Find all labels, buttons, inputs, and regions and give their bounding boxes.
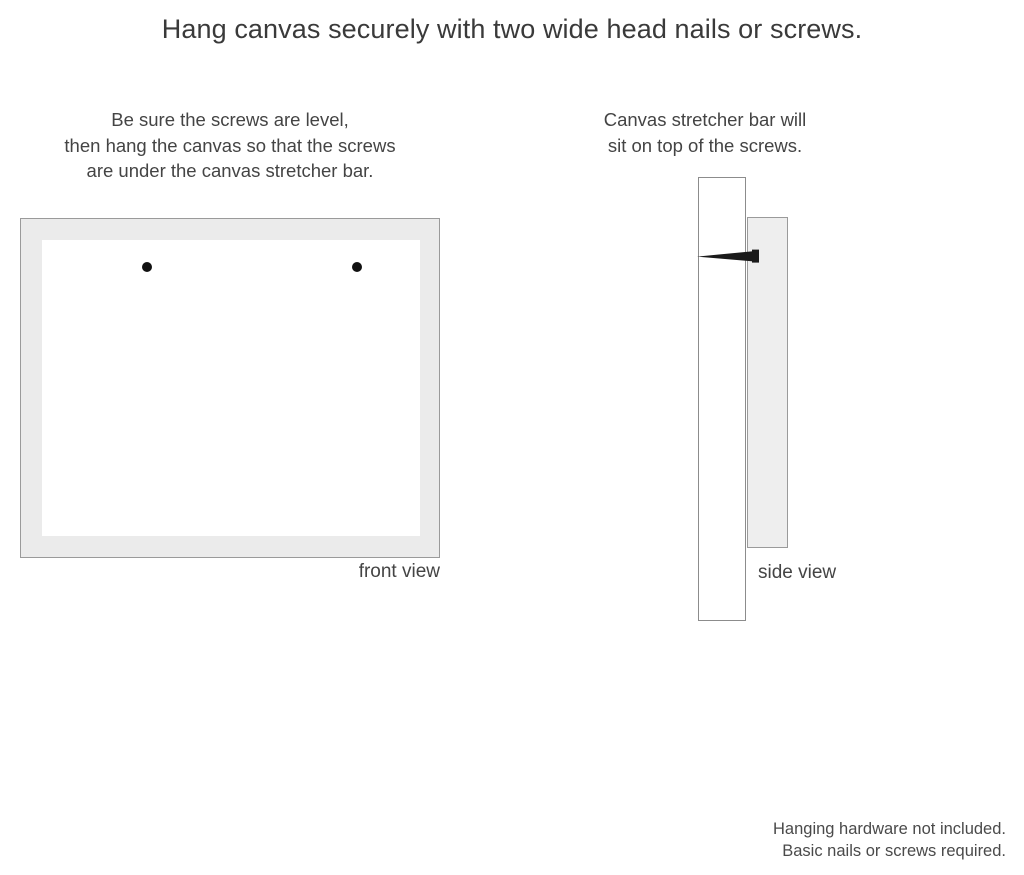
- footer-line: Basic nails or screws required.: [782, 842, 1006, 860]
- side-view-caption: Canvas stretcher bar will sit on top of …: [588, 107, 822, 158]
- screw-dot-right-icon: [352, 262, 362, 272]
- page-title: Hang canvas securely with two wide head …: [161, 14, 863, 44]
- front-view-caption: Be sure the screws are level, then hang …: [20, 107, 440, 184]
- wall-plate: [698, 177, 746, 621]
- canvas-face: [42, 240, 420, 536]
- front-view-canvas-frame: [20, 218, 440, 558]
- footer-disclaimer: Hanging hardware not included. Basic nai…: [773, 818, 1006, 862]
- footer-line: Hanging hardware not included.: [773, 820, 1006, 838]
- side-view-label: side view: [758, 562, 837, 583]
- screw-icon: [697, 249, 759, 263]
- screw-dot-left-icon: [142, 262, 152, 272]
- caption-line: sit on top of the screws.: [607, 134, 803, 156]
- caption-line: Canvas stretcher bar will: [603, 109, 807, 130]
- side-view-diagram: [690, 170, 810, 630]
- front-view-label: front view: [358, 561, 440, 582]
- caption-line: are under the canvas stretcher bar.: [86, 160, 374, 181]
- caption-line: then hang the canvas so that the screws: [64, 134, 396, 156]
- canvas-stretcher-bar: [747, 217, 788, 548]
- caption-line: Be sure the screws are level,: [111, 109, 349, 130]
